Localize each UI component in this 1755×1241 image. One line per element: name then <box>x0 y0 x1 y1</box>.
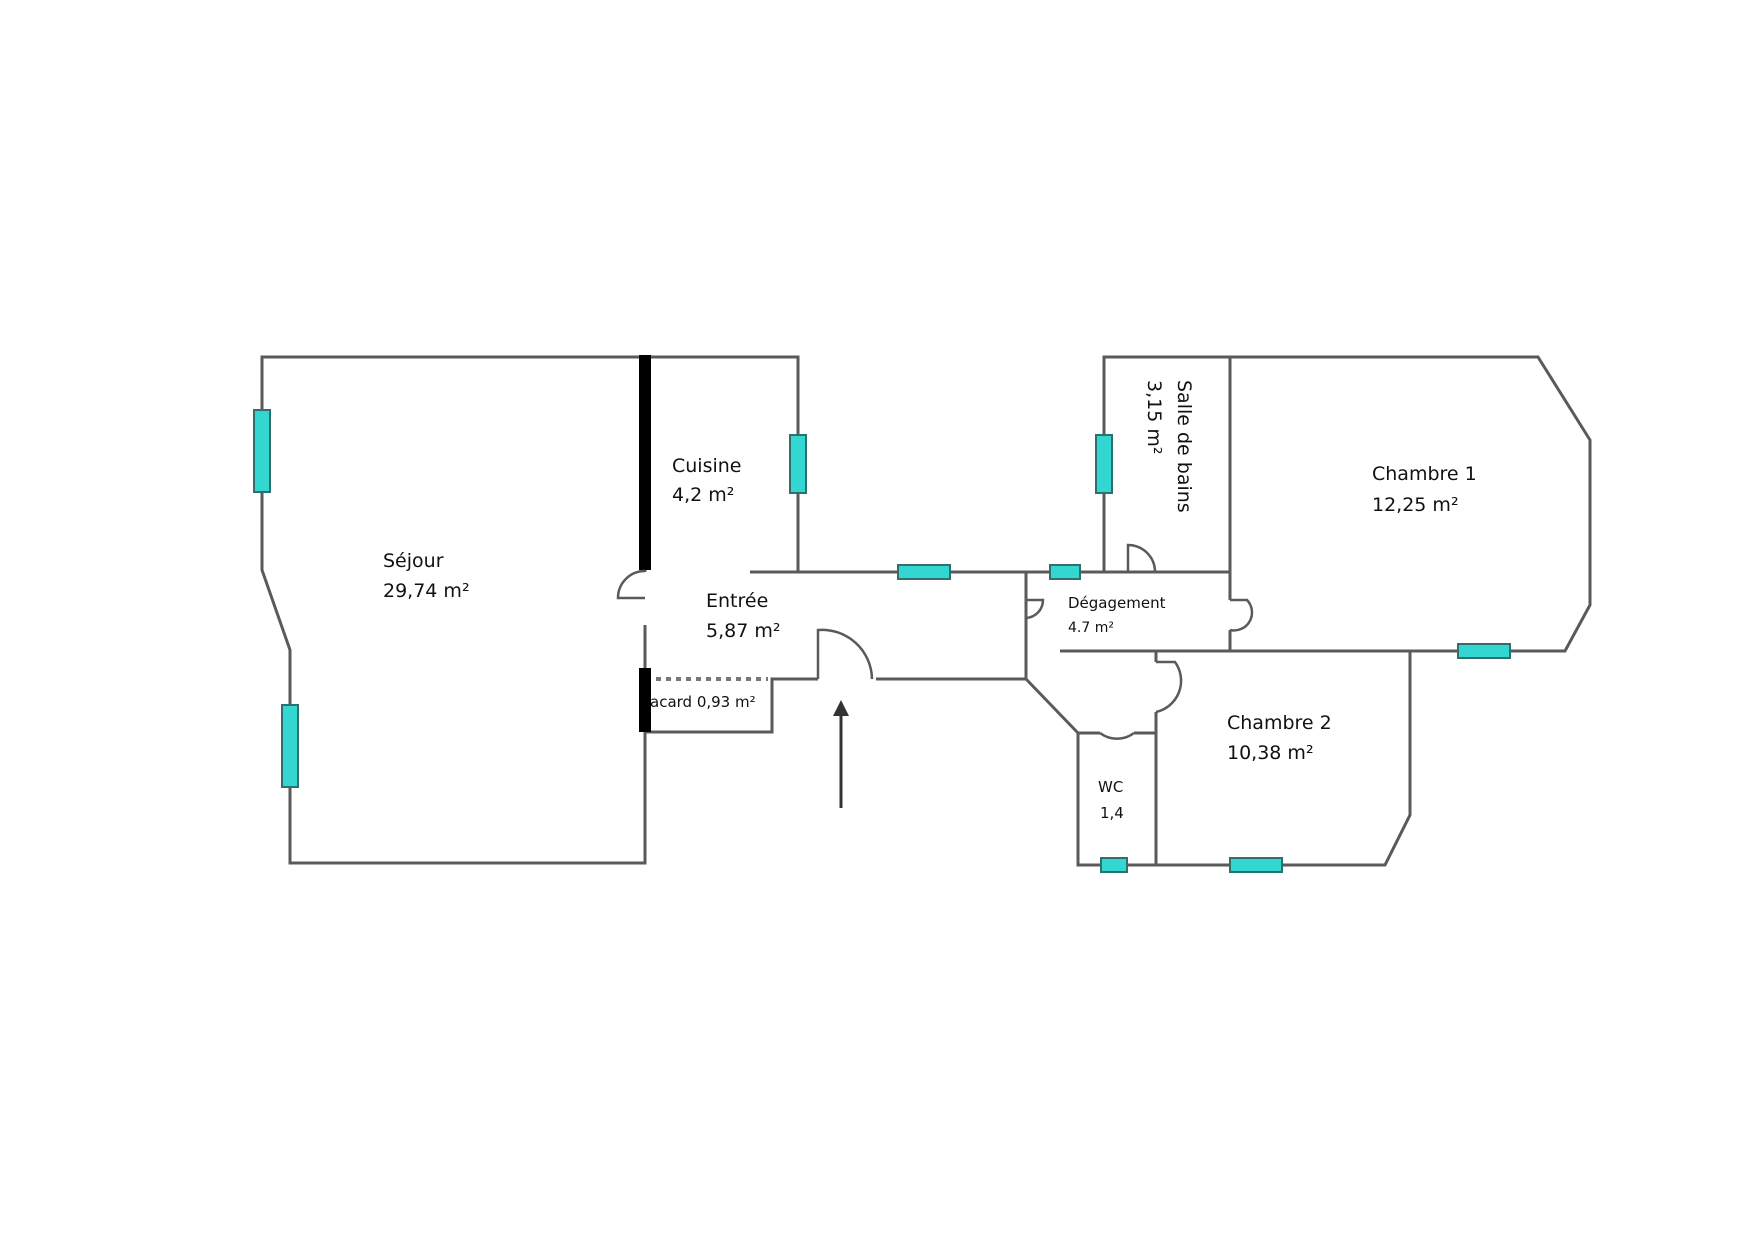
placard-walls <box>645 677 818 734</box>
entrance-arrow-head <box>833 700 849 716</box>
sdb-walls <box>1102 355 1232 572</box>
entree-area: 5,87 m² <box>706 620 780 642</box>
wc-walls <box>1076 733 1158 867</box>
windows <box>253 409 1511 873</box>
walls <box>260 355 1592 867</box>
doors <box>616 543 1254 740</box>
chambre1-area: 12,25 m² <box>1372 494 1459 516</box>
sejour-walls <box>260 355 647 865</box>
door-chambre1 <box>1229 598 1254 632</box>
entree-name: Entrée <box>706 590 768 612</box>
chambre2-area: 10,38 m² <box>1227 742 1314 764</box>
door-entrance <box>816 628 874 680</box>
sejour-name: Séjour <box>383 550 444 572</box>
sejour-area: 29,74 m² <box>383 580 470 602</box>
entrance-arrow <box>833 700 849 808</box>
chambre2-walls <box>1154 651 1412 867</box>
wc-area: 1,4 <box>1100 804 1124 822</box>
chambre1-name: Chambre 1 <box>1372 463 1477 485</box>
degagement-area: 4.7 m² <box>1068 620 1114 636</box>
diagonal-wall <box>1024 677 1080 735</box>
door-wc <box>1099 731 1135 740</box>
window-sejour-lower <box>281 704 299 788</box>
sdb-area: 3,15 m² <box>1143 380 1165 454</box>
window-salle-de-bains <box>1095 434 1113 494</box>
cuisine-name: Cuisine <box>672 455 742 477</box>
door-degagement-left <box>1025 598 1045 620</box>
door-chambre2 <box>1155 660 1183 714</box>
door-sejour <box>616 569 646 600</box>
window-corridor <box>897 564 951 580</box>
window-corridor-small <box>1049 564 1081 580</box>
sdb-name: Salle de bains <box>1173 380 1195 513</box>
window-cuisine <box>789 434 807 494</box>
window-chambre2 <box>1229 857 1283 873</box>
door-salle-de-bains <box>1126 543 1157 573</box>
cuisine-walls <box>645 355 800 572</box>
window-wc <box>1100 857 1128 873</box>
labels: Séjour 29,74 m² Cuisine 4,2 m² Entrée 5,… <box>383 380 1477 822</box>
window-sejour-upper <box>253 409 271 493</box>
sdb-label-group: Salle de bains 3,15 m² <box>1143 380 1195 513</box>
chambre2-name: Chambre 2 <box>1227 712 1332 734</box>
window-chambre1 <box>1457 643 1511 659</box>
wc-name: WC <box>1098 778 1123 796</box>
placard-label: acard 0,93 m² <box>650 693 756 711</box>
cuisine-area: 4,2 m² <box>672 484 734 506</box>
degagement-name: Dégagement <box>1068 594 1166 612</box>
